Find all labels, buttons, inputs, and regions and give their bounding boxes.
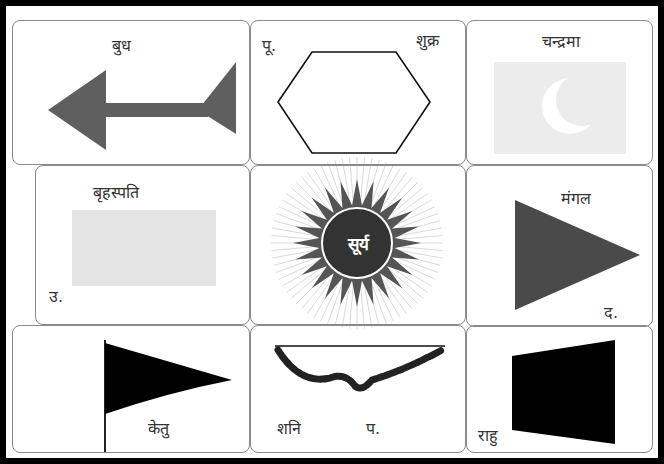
sun-symbol — [271, 157, 443, 329]
planet-cell: मंगल द. — [466, 165, 653, 327]
planet-name: केतु — [148, 419, 169, 438]
planet-cell: बृहस्पति उ. — [35, 165, 250, 325]
flag-symbol — [105, 340, 232, 452]
direction-label: उ. — [49, 287, 63, 306]
planet-name: शुक्र — [416, 31, 439, 50]
direction-label: प. — [366, 419, 380, 438]
planet-name: राहु — [478, 426, 498, 445]
planet-name: बृहस्पति — [93, 183, 139, 202]
outer-frame — [3, 3, 661, 461]
quadrilateral-symbol — [512, 340, 615, 444]
planet-cell: केतु — [12, 325, 250, 453]
planet-name: चन्द्रमा — [542, 32, 580, 51]
planet-name: मंगल — [561, 189, 591, 208]
planet-cell: शनि प. — [250, 325, 466, 453]
planet-cell: राहु — [466, 325, 653, 453]
planet-cell: पू. शुक्र — [250, 20, 466, 165]
planet-cell: सूर्य — [250, 165, 466, 325]
triangle-symbol — [515, 200, 640, 310]
planet-name: सूर्य — [348, 234, 369, 254]
planet-name: बुध — [112, 36, 131, 55]
hexagon-symbol — [278, 52, 430, 153]
planet-name: शनि — [277, 419, 301, 438]
direction-label: पू. — [262, 36, 276, 55]
bow-symbol — [275, 346, 445, 388]
direction-label: द. — [604, 303, 618, 322]
planet-cell: बुध — [12, 20, 250, 165]
planet-cell: चन्द्रमा — [466, 20, 653, 165]
arrow-symbol — [48, 62, 236, 150]
moon-symbol — [494, 62, 626, 154]
rectangle-symbol — [72, 210, 216, 286]
